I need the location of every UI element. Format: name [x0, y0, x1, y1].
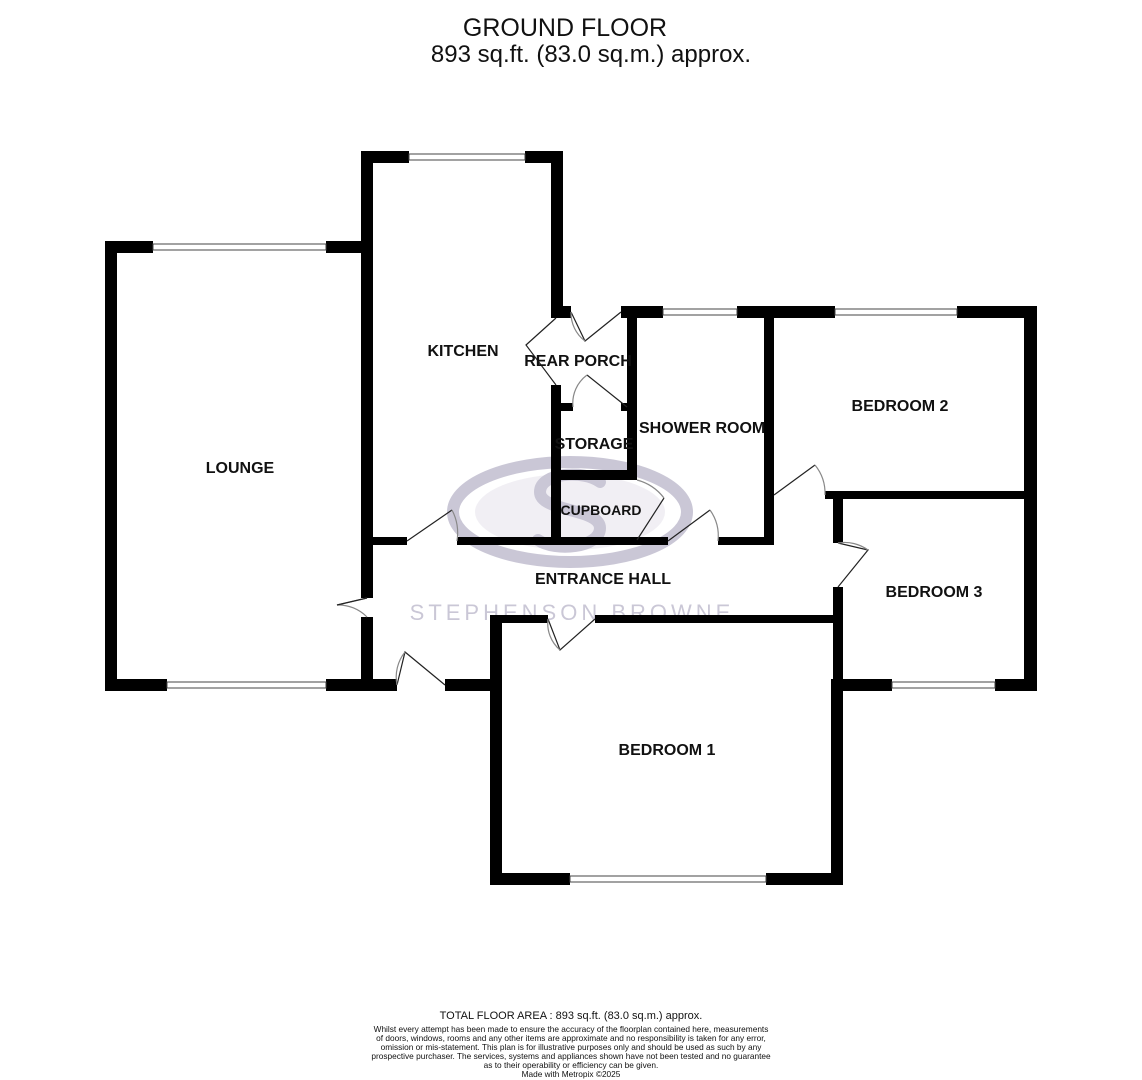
room-bedroom-2: BEDROOM 2: [852, 398, 949, 415]
room-cupboard: CUPBOARD: [561, 502, 642, 518]
footer: TOTAL FLOOR AREA : 893 sq.ft. (83.0 sq.m…: [370, 1010, 772, 1079]
floor-title: GROUND FLOOR: [462, 14, 668, 42]
room-entrance-hall: ENTRANCE HALL: [535, 571, 671, 588]
floor-area: 893 sq.ft. (83.0 sq.m.) approx.: [430, 41, 752, 68]
made-with: Made with Metropix ©2025: [521, 1069, 621, 1079]
windows: [152, 153, 996, 883]
walls: [105, 151, 1037, 885]
doors: [336, 311, 870, 686]
room-kitchen: KITCHEN: [427, 343, 498, 360]
disclaimer: Whilst every attempt has been made to en…: [371, 1024, 771, 1070]
total-floor-area: TOTAL FLOOR AREA : 893 sq.ft. (83.0 sq.m…: [439, 1010, 703, 1022]
room-labels: LOUNGE KITCHEN REAR PORCH STORAGE SHOWER…: [206, 343, 983, 759]
room-shower: SHOWER ROOM: [639, 420, 765, 437]
room-bedroom-1: BEDROOM 1: [619, 742, 716, 759]
room-lounge: LOUNGE: [206, 460, 275, 477]
room-bedroom-3: BEDROOM 3: [886, 584, 983, 601]
room-rear-porch: REAR PORCH: [524, 353, 632, 370]
room-storage: STORAGE: [555, 436, 634, 453]
